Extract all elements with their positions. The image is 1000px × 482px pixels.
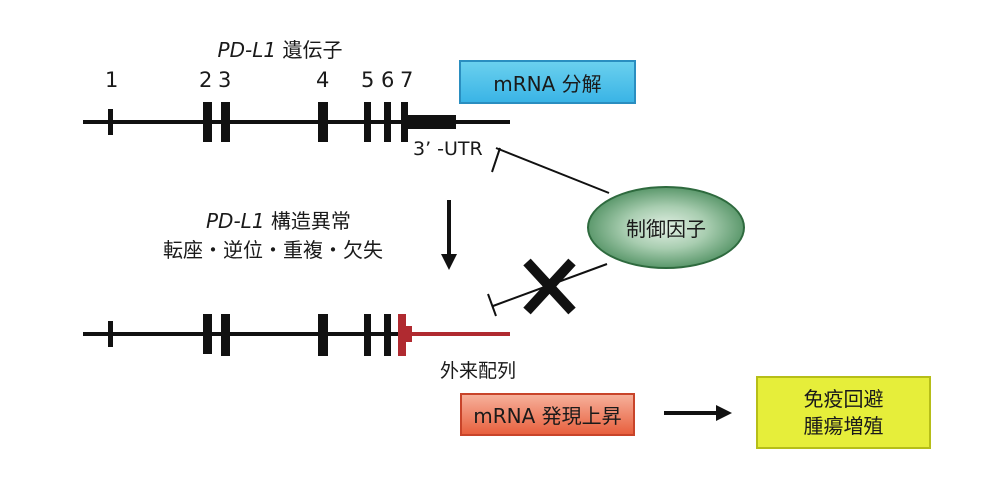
exon-2: [203, 102, 212, 142]
exon-3-rearranged: [221, 314, 230, 356]
exon-number-7: 7: [400, 68, 414, 92]
regulator-to-utr-line: [495, 147, 610, 194]
exon-6-rearranged: [384, 314, 391, 356]
utr-pointer-tick: [491, 147, 501, 173]
regulator-label: 制御因子: [626, 217, 706, 241]
utr-label: 3’ -UTR: [413, 138, 483, 160]
sv-title-suffix: 構造異常: [264, 209, 351, 233]
exon-4-rearranged: [318, 314, 328, 356]
gene-title: PD-L1 遺伝子: [0, 34, 560, 63]
exon-5: [364, 102, 371, 142]
exon-5-rearranged: [364, 314, 371, 356]
structural-variation-title: PD-L1 構造異常: [206, 205, 351, 234]
exon-1: [108, 109, 113, 135]
breakpoint-block: [404, 326, 412, 342]
rearranged-gene-track: [83, 314, 510, 356]
regulator-ellipse: 制御因子: [587, 186, 745, 269]
mrna-decay-box: mRNA 分解: [459, 60, 636, 104]
exon-number-2: 2: [199, 68, 213, 92]
exon-3: [221, 102, 230, 142]
exon-number-4: 4: [316, 68, 330, 92]
down-arrow-head: [441, 254, 457, 270]
exon-number-3: 3: [218, 68, 232, 92]
exon-1-rearranged: [108, 321, 113, 347]
foreign-sequence-label: 外来配列: [440, 360, 517, 382]
exon-4: [318, 102, 328, 142]
outcome-tumor-growth: 腫瘍増殖: [803, 413, 884, 438]
exon-7: [401, 102, 408, 142]
gene-title-suffix: 遺伝子: [276, 38, 343, 62]
right-arrow-head: [716, 405, 732, 421]
outcome-box: 免疫回避 腫瘍増殖: [756, 376, 931, 449]
mrna-upregulation-box: mRNA 発現上昇: [460, 393, 635, 436]
exon-2-rearranged: [203, 314, 212, 354]
block-cross-b: [523, 258, 576, 315]
utr-block: [406, 115, 456, 129]
exon-number-1: 1: [105, 68, 119, 92]
inhibition-bar: [487, 293, 497, 317]
wildtype-gene-track: [83, 102, 510, 142]
gene-title-name: PD-L1: [217, 38, 277, 62]
outcome-immune-evasion: 免疫回避: [803, 386, 884, 411]
exon-number-5: 5: [361, 68, 375, 92]
exon-7-rearranged: [398, 314, 406, 356]
exon-number-6: 6: [381, 68, 395, 92]
sv-gene-name: PD-L1: [206, 209, 265, 233]
exon-6: [384, 102, 391, 142]
variation-types: 転座・逆位・重複・欠失: [163, 238, 383, 262]
